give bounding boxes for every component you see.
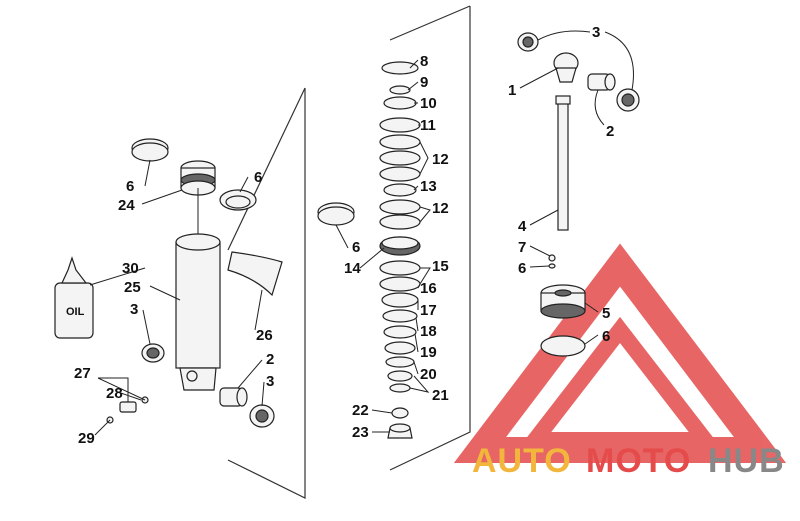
label-15: 15 xyxy=(432,258,449,275)
label-10: 10 xyxy=(420,95,437,112)
part-7-screw xyxy=(548,254,556,262)
label-11: 11 xyxy=(420,117,436,134)
label-6-right-lower: 6 xyxy=(602,328,610,345)
part-3-bushing-top-right xyxy=(616,88,640,112)
watermark-moto: MOTO xyxy=(586,442,691,480)
label-30: 30 xyxy=(122,260,139,277)
oil-label: OIL xyxy=(66,306,85,318)
label-2-top: 2 xyxy=(606,123,614,140)
label-20: 20 xyxy=(420,366,437,383)
label-23: 23 xyxy=(352,424,369,441)
label-16: 16 xyxy=(420,280,437,297)
part-6-oring-large xyxy=(540,335,586,357)
part-shim-stack-lower xyxy=(379,260,421,393)
label-7: 7 xyxy=(518,239,526,256)
label-27: 27 xyxy=(74,365,91,382)
label-3-top: 3 xyxy=(592,24,600,41)
label-9: 9 xyxy=(420,74,428,91)
label-12-lower: 12 xyxy=(432,200,449,217)
label-14: 14 xyxy=(344,260,361,277)
part-4-shaft xyxy=(555,95,571,231)
label-26: 26 xyxy=(256,327,273,344)
part-2-spacer-top xyxy=(587,73,616,91)
part-3-bushing-lower xyxy=(249,404,275,428)
label-3-left: 3 xyxy=(130,301,138,318)
label-3-lower: 3 xyxy=(266,373,274,390)
label-21: 21 xyxy=(432,387,449,404)
part-6-oring-small xyxy=(548,263,556,269)
label-25: 25 xyxy=(124,279,141,296)
watermark-hub: HUB xyxy=(708,442,785,480)
label-6-upper: 6 xyxy=(254,169,262,186)
part-labels: 6 24 6 30 25 3 26 2 3 27 28 29 8 9 10 11… xyxy=(74,24,614,447)
label-29: 29 xyxy=(78,430,95,447)
label-13: 13 xyxy=(420,178,437,195)
label-12-upper: 12 xyxy=(432,151,449,168)
label-17: 17 xyxy=(420,302,437,319)
part-24-cap xyxy=(180,160,216,196)
label-8: 8 xyxy=(420,53,428,70)
label-5: 5 xyxy=(602,305,610,322)
part-3-bushing-left xyxy=(141,343,165,363)
frame-left xyxy=(227,88,306,499)
label-6-left: 6 xyxy=(126,178,134,195)
label-4: 4 xyxy=(518,218,527,235)
leader-lines xyxy=(89,30,634,436)
label-19: 19 xyxy=(420,344,437,361)
part-14-piston xyxy=(379,236,421,256)
watermark-auto: AUTO xyxy=(472,442,572,480)
part-3-bushing-top-left xyxy=(517,32,539,52)
label-2-lower: 2 xyxy=(266,351,274,368)
label-6-right-upper: 6 xyxy=(518,260,526,277)
part-2-spacer-lower xyxy=(219,387,248,407)
part-1-eyelet xyxy=(553,52,579,83)
part-ring-6-top xyxy=(131,138,169,162)
part-shim-stack xyxy=(379,61,421,230)
label-6-middle: 6 xyxy=(352,239,360,256)
part-23-nut xyxy=(387,423,413,439)
label-28: 28 xyxy=(106,385,123,402)
part-28-fitting xyxy=(119,396,149,413)
part-25-cylinder xyxy=(175,233,221,391)
part-26-shield xyxy=(227,251,283,297)
label-24: 24 xyxy=(118,197,135,214)
watermark-text: AUTO MOTO HUB xyxy=(472,442,785,480)
frame-middle xyxy=(389,6,471,471)
watermark-logo xyxy=(453,243,787,463)
part-30-oil-bottle: OIL xyxy=(54,256,94,339)
label-1: 1 xyxy=(508,82,516,99)
part-5-seal-head xyxy=(540,284,586,319)
part-22-washer xyxy=(391,407,409,419)
label-22: 22 xyxy=(352,402,369,419)
label-18: 18 xyxy=(420,323,437,340)
